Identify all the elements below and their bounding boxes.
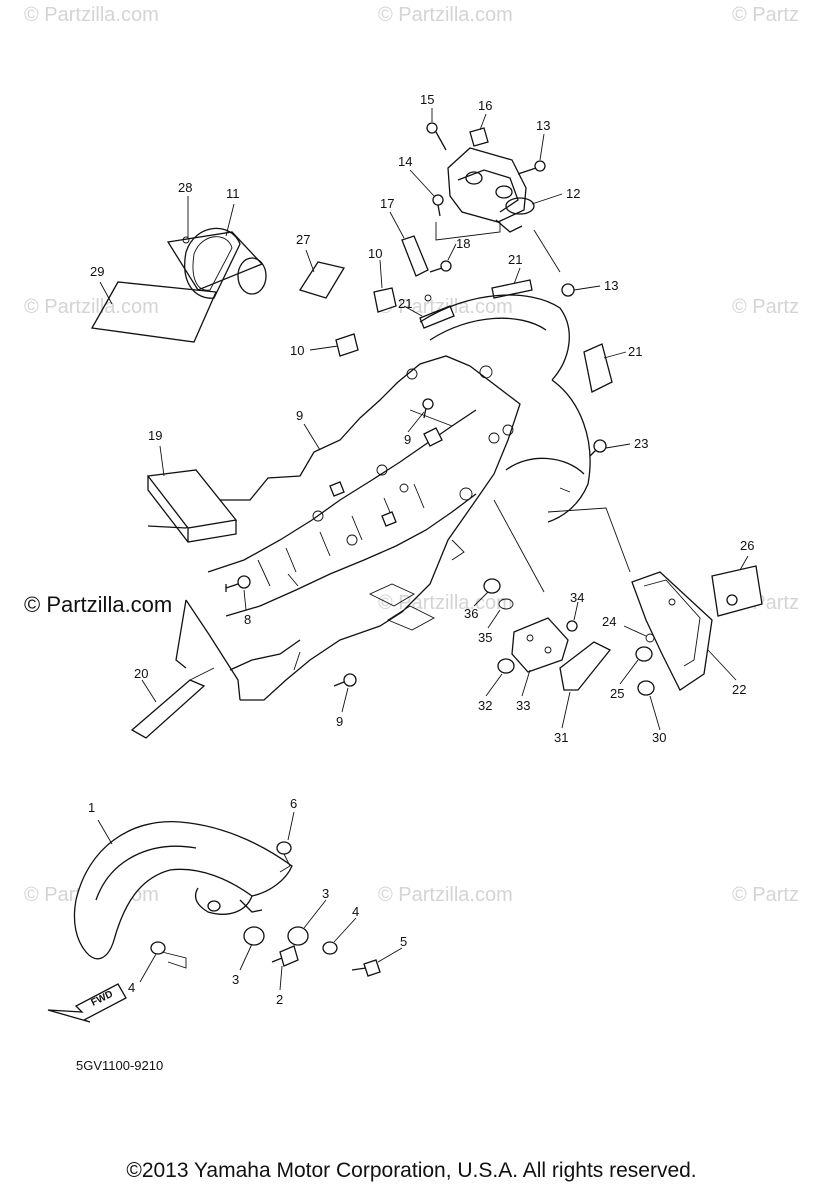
part-19-pad [146,469,238,543]
callout-22: 22 [732,682,746,697]
part-7-rear-fender [147,294,591,701]
callout-21-top: 21 [508,252,522,267]
callout-16: 16 [478,98,492,113]
callout-33: 33 [516,698,530,713]
copyright-notice: ©2013 Yamaha Motor Corporation, U.S.A. A… [126,1159,697,1182]
part-10-clips [335,287,397,357]
callout-36: 36 [464,606,478,621]
part-1-front-fender [73,821,293,960]
part-27-11-cover-band [166,227,267,299]
callout-25: 25 [610,686,624,701]
callout-9-low: 9 [336,714,343,729]
callout-6: 6 [290,796,297,811]
callout-24: 24 [602,614,616,629]
part-2-5-fender-hardware [150,926,381,977]
callout-20: 20 [134,666,148,681]
part-17-18-bracket-bolt [401,235,452,302]
callout-3-right: 3 [322,886,329,901]
callout-14: 14 [398,154,412,169]
diagram-code: 5GV1100-9210 [76,1058,164,1073]
callout-23: 23 [634,436,648,451]
watermark-low-right: © Partz [732,884,799,906]
callout-21-mid: 21 [398,296,412,311]
part-31-36-bracket-group [483,499,612,691]
callout-13-top: 13 [536,118,550,133]
watermark-top-center: © Partzilla.com [378,4,513,26]
callout-21-right: 21 [628,344,642,359]
fwd-arrow: FWD [47,983,127,1023]
watermark-center-middle: © Partzilla.com [378,592,513,614]
callout-2: 2 [276,992,283,1007]
callout-28: 29 [90,264,104,279]
callout-3-left: 3 [232,972,239,987]
watermark-top-left: © Partzilla.com [24,4,159,26]
part-26-sheet [298,261,346,299]
callout-12: 12 [566,186,580,201]
callout-5: 5 [400,934,407,949]
callout-11: 11 [226,186,240,201]
callout-26: 27 [296,232,310,247]
callout-19: 19 [148,428,162,443]
part-20-strip [130,667,215,739]
watermark-mid-center: © Partzilla.com [378,296,513,318]
part-12-bracket-assembly [426,122,575,297]
leader-lines [97,108,749,991]
callout-1: 1 [88,800,95,815]
watermark-partzilla-dark: © Partzilla.com [24,592,173,617]
callout-35: 35 [478,630,492,645]
callout-10-low: 10 [290,343,304,358]
callout-27: 28 [178,180,192,195]
watermark-top-right: © Partz [732,4,799,26]
callout-15: 15 [420,92,434,107]
callout-4-left: 4 [128,980,135,995]
part-28-sheet [90,281,217,343]
part-22-29-plate-bracket [547,507,763,696]
callout-17: 17 [380,196,394,211]
watermark-mid-left: © Partzilla.com [24,296,159,318]
callout-9-top: 9 [404,432,411,447]
watermark-low-center: © Partzilla.com [378,884,513,906]
callout-31: 31 [554,730,568,745]
callout-29: 26 [740,538,754,553]
part-21-dampers [419,279,613,393]
callout-numbers: 28 11 29 27 15 16 13 12 14 17 18 13 10 1… [88,92,754,1007]
callout-10-top: 10 [368,246,382,261]
callout-32: 32 [478,698,492,713]
part-bolts [225,398,607,687]
callout-18: 18 [456,236,470,251]
callout-30: 30 [652,730,666,745]
callout-34: 34 [570,590,584,605]
callout-7: 9 [296,408,303,423]
watermark-mid-right: © Partz [732,296,799,318]
callout-8: 8 [244,612,251,627]
callout-13-mid: 13 [604,278,618,293]
callout-4-right: 4 [352,904,359,919]
